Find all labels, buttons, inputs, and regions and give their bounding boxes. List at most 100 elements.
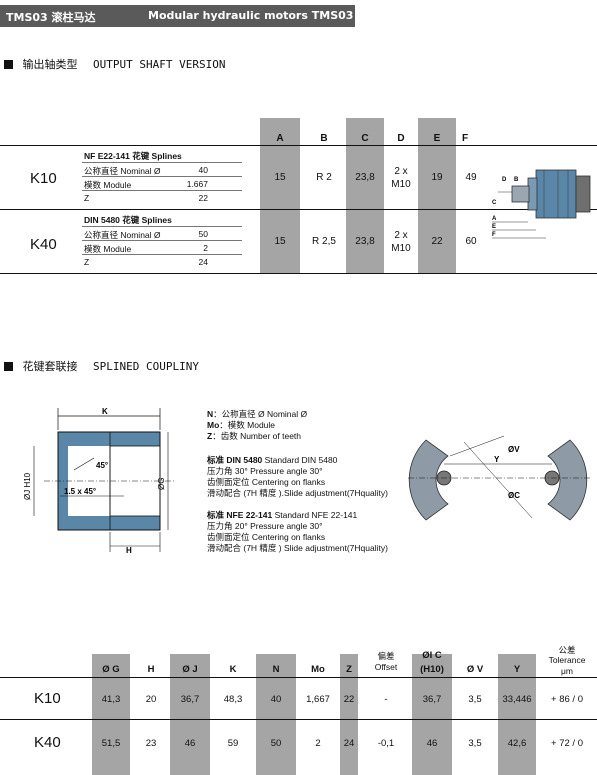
k10-a: 15 (274, 172, 286, 183)
spline-label-v: ØV (508, 445, 520, 454)
col-shade-e (418, 118, 456, 273)
rule-top (0, 145, 597, 146)
spec-rule-k40-2 (82, 240, 242, 241)
k10-d2: M10 (391, 179, 411, 190)
col-shade-c (412, 654, 452, 775)
spec-value-k10-z: 22 (198, 193, 208, 203)
coupling-table: Ø G H Ø J K N Mo Z 偏差 Offset ØI C (H10) … (0, 640, 597, 775)
spec-rule-k40-1 (82, 226, 242, 227)
k10-c: 23,8 (355, 172, 375, 183)
bullet-square-icon (4, 60, 13, 69)
spec-rule-k10-3 (82, 190, 242, 191)
k40-d1: 2 x (394, 230, 408, 241)
hdr-offset-cn: 偏差 (377, 651, 395, 661)
hdr-offset: Offset (374, 662, 398, 672)
spec-value-k10-nominal: 40 (198, 165, 208, 175)
k10-b: R 2 (316, 172, 332, 183)
model-k10: K10 (30, 170, 57, 187)
section2-cn: 花键套联接 (22, 360, 78, 373)
coupling-model-k10: K10 (34, 690, 61, 707)
coupling-label-h: H (126, 546, 132, 555)
col-header-a: A (276, 133, 284, 144)
section-splined-coupling: 花键套联接 SPLINED COUPLINY (4, 358, 199, 374)
hdr-h: H (147, 664, 155, 675)
k10-n: 40 (270, 694, 282, 705)
motor-shaft-drawing: D B C A E F (492, 169, 591, 239)
drawing-label-e: E (492, 224, 496, 230)
spec-value-k40-z: 24 (198, 257, 208, 267)
legend-key-z: Z (207, 431, 213, 441)
col-header-d: D (397, 133, 405, 144)
rule-middle (0, 209, 597, 210)
legend-line-z: Z：齿数 Number of teeth (207, 431, 302, 441)
k40-e: 22 (431, 236, 443, 247)
k40-f: 60 (465, 236, 477, 247)
k40-y: 42,6 (507, 738, 527, 749)
k40-c: 46 (426, 738, 438, 749)
legend-nfe-slide: 滑动配合 (7H 精度 ) Slide adjustment(7Hquality… (207, 543, 388, 553)
spline-measure-drawing: Y ØV ØC (408, 435, 590, 521)
spec-value-k10-module: 1.667 (186, 179, 208, 189)
section1-en: OUTPUT SHAFT VERSION (93, 58, 226, 71)
hdr-tolerance-unit: μm (561, 666, 573, 676)
k10-k: 48,3 (223, 694, 243, 705)
legend-key-n: N (207, 409, 214, 419)
hdr-y: Y (513, 664, 521, 675)
title-cn: TMS03 滚柱马达 (6, 11, 96, 24)
shaft-table: A B C D E F K10 NF E22-141 花键 Splines 公称… (0, 0, 597, 300)
spec-label-k10-nominal: 公称直径 Nominal Ø (84, 166, 161, 176)
k10-mo: 1,667 (306, 694, 330, 705)
rule-bottom (0, 273, 597, 274)
spec-label-k40-module: 模数 Module (84, 244, 132, 254)
spec-label-k40-z: Z (84, 257, 90, 267)
legend-din-pressure: 压力角 30° Pressure angle 30° (207, 466, 323, 476)
coupling-label-k: K (102, 407, 108, 416)
section2-en: SPLINED COUPLINY (93, 360, 199, 373)
hdr-tolerance-cn: 公差 (558, 645, 576, 655)
legend-nfe-centering: 齿侧面定位 Centering on flanks (207, 532, 326, 542)
k10-c: 36,7 (422, 694, 442, 705)
col-header-f: F (462, 133, 469, 144)
hdr-tolerance: Tolerance (548, 655, 586, 665)
legend-line-n: N：公称直径 Ø Nominal Ø (207, 409, 308, 419)
hdr-z: Z (346, 664, 352, 675)
k10-offset: - (384, 694, 388, 705)
spec-rule-k10-1 (82, 162, 242, 163)
hdr-n: N (272, 664, 280, 675)
model-k40: K40 (30, 236, 57, 253)
spec-label-k10-z: Z (84, 193, 90, 203)
col-header-c: C (361, 133, 369, 144)
legend-din-centering: 齿侧面定位 Centering on flanks (207, 477, 326, 487)
col-shade-y (498, 654, 536, 775)
spec-label-k10-module: 模数 Module (84, 180, 132, 190)
k40-c: 23,8 (355, 236, 375, 247)
drawing-label-c: C (492, 200, 497, 206)
legend-nfe-title: 标准 NFE 22-141 Standard NFE 22-141 (207, 510, 358, 520)
k40-z: 24 (343, 738, 355, 749)
legend-key-mo: Mo (207, 420, 220, 430)
k40-h: 23 (145, 738, 157, 749)
col-header-b: B (320, 133, 328, 144)
col-header-e: E (433, 133, 441, 144)
hdr-g: Ø G (102, 664, 120, 675)
k40-d2: M10 (391, 243, 411, 254)
k40-v: 3,5 (468, 738, 482, 749)
k10-h: 20 (145, 694, 157, 705)
spec-value-k40-module: 2 (203, 243, 208, 253)
legend-din-slide: 滑动配合 (7H 精度 ).Slide adjustment(7Hquality… (207, 488, 388, 498)
bullet-square-icon (4, 362, 13, 371)
drawing-label-f: F (492, 232, 496, 238)
k10-g: 41,3 (101, 694, 121, 705)
k10-d1: 2 x (394, 166, 408, 177)
k10-y: 33,446 (502, 694, 532, 705)
k40-offset: -0,1 (377, 738, 395, 749)
k10-z: 22 (343, 694, 355, 705)
rule-coupling-mid (0, 719, 597, 720)
section1-cn: 输出轴类型 (22, 58, 78, 71)
col-shade-c (346, 118, 384, 273)
hdr-v: Ø V (466, 664, 484, 675)
k40-b: R 2,5 (312, 236, 336, 247)
drawing-label-b: B (514, 177, 519, 183)
spline-label-c: ØC (508, 491, 520, 500)
legend-din-title: 标准 DIN 5480 Standard DIN 5480 (207, 455, 338, 465)
